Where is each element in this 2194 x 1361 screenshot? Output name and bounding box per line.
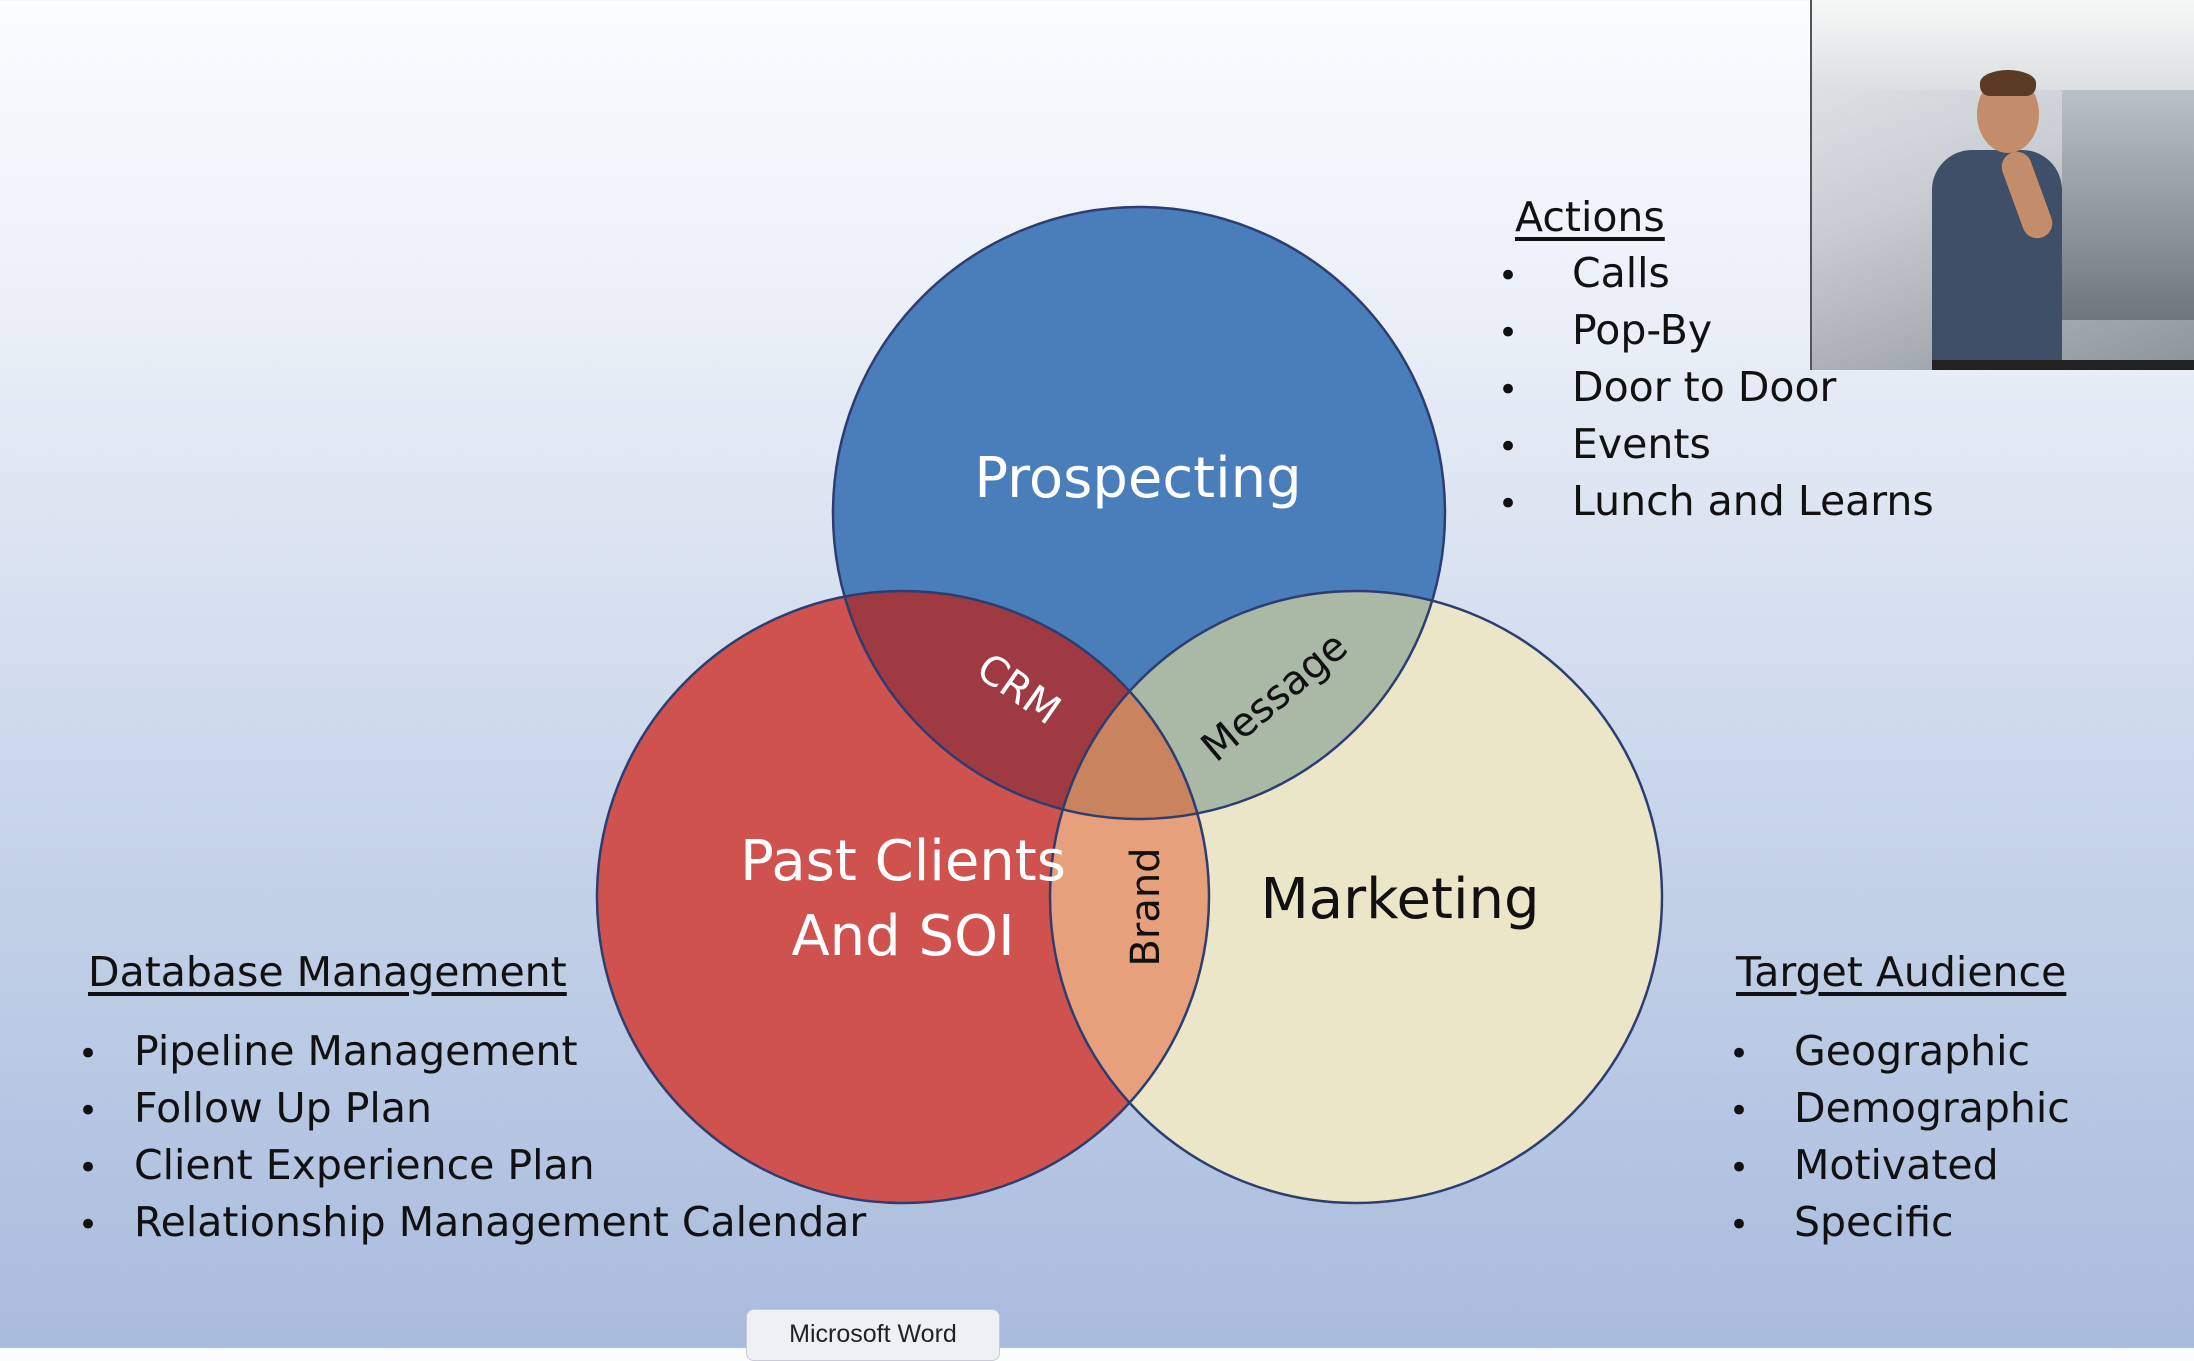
brand-label: Brand — [1123, 847, 1169, 966]
bullet-icon — [1498, 302, 1538, 362]
list-item: Lunch and Learns — [1498, 473, 1934, 530]
bullet-icon — [78, 1194, 118, 1254]
bullet-icon — [78, 1023, 118, 1083]
list-item: Door to Door — [1498, 359, 1934, 416]
microsoft-word-tooltip[interactable]: Microsoft Word — [746, 1309, 1000, 1361]
list-item: Calls — [1498, 245, 1934, 302]
list-item: Geographic — [1729, 1023, 2070, 1080]
list-item: Motivated — [1729, 1137, 2070, 1194]
past-clients-label-line2: And SOI — [791, 904, 1014, 969]
actions-title: Actions — [1515, 193, 1665, 241]
webcam-bottom-bar — [1932, 360, 2194, 370]
bullet-icon — [1498, 359, 1538, 419]
bullet-icon — [1498, 416, 1538, 476]
target-audience-block: Target Audience Geographic Demographic M… — [1736, 948, 2070, 1251]
list-item: Demographic — [1729, 1080, 2070, 1137]
database-list: Pipeline Management Follow Up Plan Clien… — [78, 1023, 866, 1251]
bullet-icon — [1729, 1080, 1769, 1140]
overlap-crm — [833, 591, 1209, 819]
database-title: Database Management — [88, 948, 567, 996]
list-item: Client Experience Plan — [78, 1137, 866, 1194]
overlap-message — [1050, 591, 1445, 819]
bullet-icon — [1498, 245, 1538, 305]
bullet-icon — [1729, 1194, 1769, 1254]
presenter-body — [1932, 150, 2062, 370]
actions-block: Actions Calls Pop-By Door to Door Events… — [1515, 193, 1934, 530]
bullet-icon — [78, 1080, 118, 1140]
list-item: Follow Up Plan — [78, 1080, 866, 1137]
list-item: Pop-By — [1498, 302, 1934, 359]
list-item: Relationship Management Calendar — [78, 1194, 866, 1251]
bullet-icon — [1498, 473, 1538, 533]
marketing-label: Marketing — [1260, 867, 1539, 932]
database-management-block: Database Management Pipeline Management … — [88, 948, 866, 1251]
webcam-video-thumbnail[interactable] — [1810, 0, 2194, 370]
past-clients-label-line1: Past Clients — [740, 829, 1066, 894]
actions-list: Calls Pop-By Door to Door Events Lunch a… — [1498, 245, 1934, 530]
list-item: Specific — [1729, 1194, 2070, 1251]
webcam-background-window — [2062, 90, 2194, 320]
bullet-icon — [1729, 1137, 1769, 1197]
prospecting-label: Prospecting — [974, 446, 1301, 511]
presenter-hair — [1980, 70, 2036, 96]
list-item: Events — [1498, 416, 1934, 473]
bullet-icon — [1729, 1023, 1769, 1083]
audience-title: Target Audience — [1736, 948, 2067, 996]
bullet-icon — [78, 1137, 118, 1197]
list-item: Pipeline Management — [78, 1023, 866, 1080]
audience-list: Geographic Demographic Motivated Specifi… — [1729, 1023, 2070, 1251]
